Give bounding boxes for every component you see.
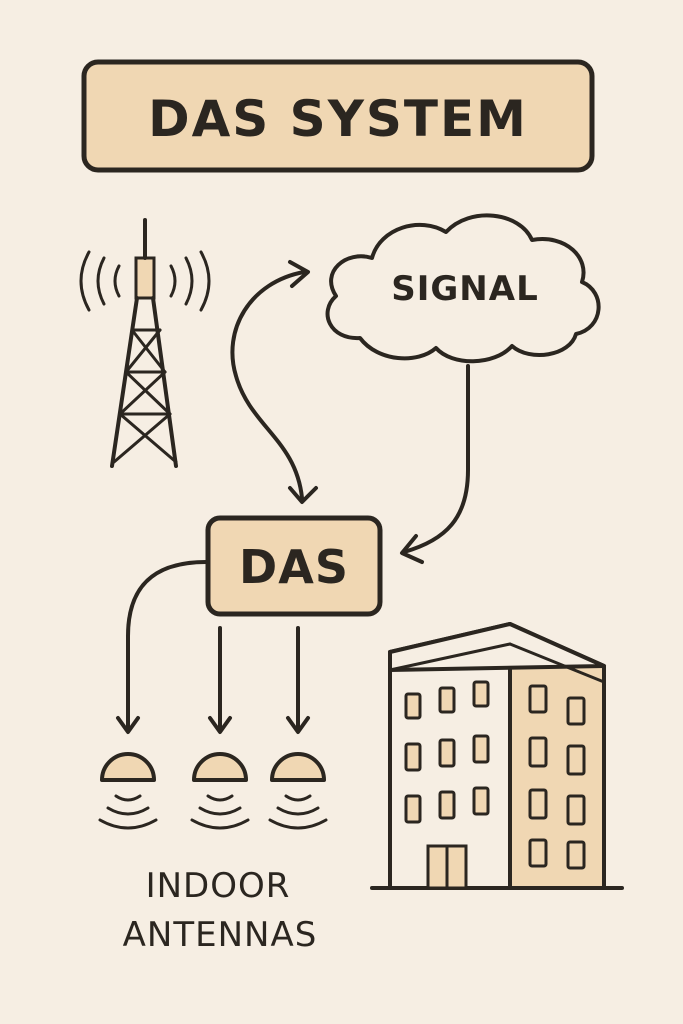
building-icon [370,622,624,890]
cloud-label: SIGNAL [391,269,538,309]
title-text: DAS SYSTEM [148,90,528,148]
title-box: DAS SYSTEM [81,59,595,173]
cloud-to-das-arrow [400,364,470,564]
building-windows-side [528,684,586,870]
building-door [426,844,468,890]
ceiling-antenna-icon [268,752,328,830]
indoor-antennas-label: INDOOR ANTENNAS [123,866,318,955]
cloud-icon: SIGNAL [325,213,601,364]
loop-arrow [230,260,318,504]
building-windows-front [404,680,490,824]
das-label: DAS [239,540,349,594]
das-to-antenna-arrows [116,560,310,734]
ceiling-antenna-icon [98,752,158,830]
cell-tower-icon [79,218,211,468]
das-hub-box: DAS [205,515,383,617]
antennas-label-line2: ANTENNAS [123,915,318,955]
antennas-label-line1: INDOOR [146,866,291,906]
ceiling-antenna-icon [190,752,250,830]
